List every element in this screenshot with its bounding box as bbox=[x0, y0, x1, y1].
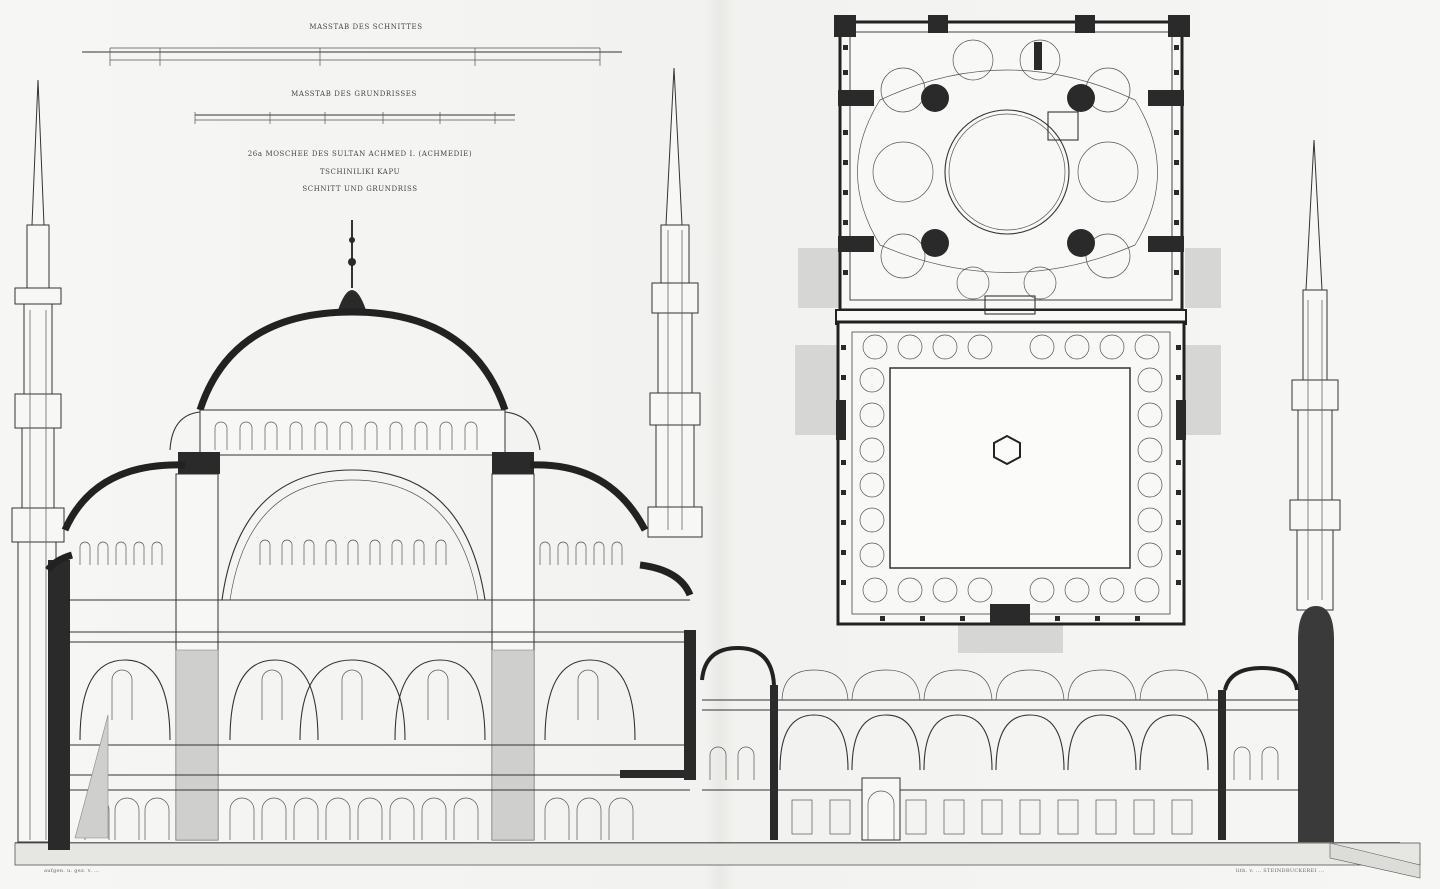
floor-plan bbox=[795, 15, 1221, 653]
ground-line bbox=[14, 842, 1421, 879]
courtyard-section bbox=[700, 645, 1300, 841]
left-minaret bbox=[11, 79, 70, 850]
portico-domes bbox=[859, 334, 1163, 603]
courtyard-arches bbox=[709, 714, 1279, 780]
courtyard-domes bbox=[781, 669, 1209, 701]
plate-title-line3: SCHNITT UND GRUNDRISS bbox=[302, 185, 418, 193]
ground-arcade bbox=[84, 797, 634, 840]
signature-left: aufgen. u. gez. v. ... bbox=[44, 868, 100, 874]
signature-right: lith. v. ... STEINDRUCKEREI ... bbox=[1236, 868, 1325, 874]
semi-dome-windows bbox=[79, 539, 623, 565]
middle-minaret bbox=[647, 67, 703, 538]
courtyard-windows bbox=[791, 799, 1193, 835]
section-scale-bar bbox=[82, 47, 622, 66]
pier-sw bbox=[921, 229, 949, 257]
minbar bbox=[74, 714, 109, 839]
wall-pier-dots bbox=[841, 45, 1181, 621]
drum-windows bbox=[214, 421, 478, 450]
ablution-fountain bbox=[993, 434, 1021, 466]
right-minaret bbox=[1289, 139, 1341, 842]
plan-scale-bar bbox=[194, 112, 515, 124]
plan-scale-caption: MASSTAB DES GRUNDRISSES bbox=[291, 90, 417, 98]
pier-se bbox=[1067, 229, 1095, 257]
section-scale-caption: MASSTAB DES SCHNITTES bbox=[309, 23, 423, 31]
plate-title-line1: 26a MOSCHEE DES SULTAN ACHMED I. (ACHMED… bbox=[247, 150, 473, 158]
lower-arches bbox=[79, 659, 636, 741]
plate-title-line2: TSCHINILIKI KAPU bbox=[319, 168, 401, 176]
pier-ne bbox=[1067, 84, 1095, 112]
mosque-section bbox=[45, 220, 696, 841]
pier-nw bbox=[921, 84, 949, 112]
